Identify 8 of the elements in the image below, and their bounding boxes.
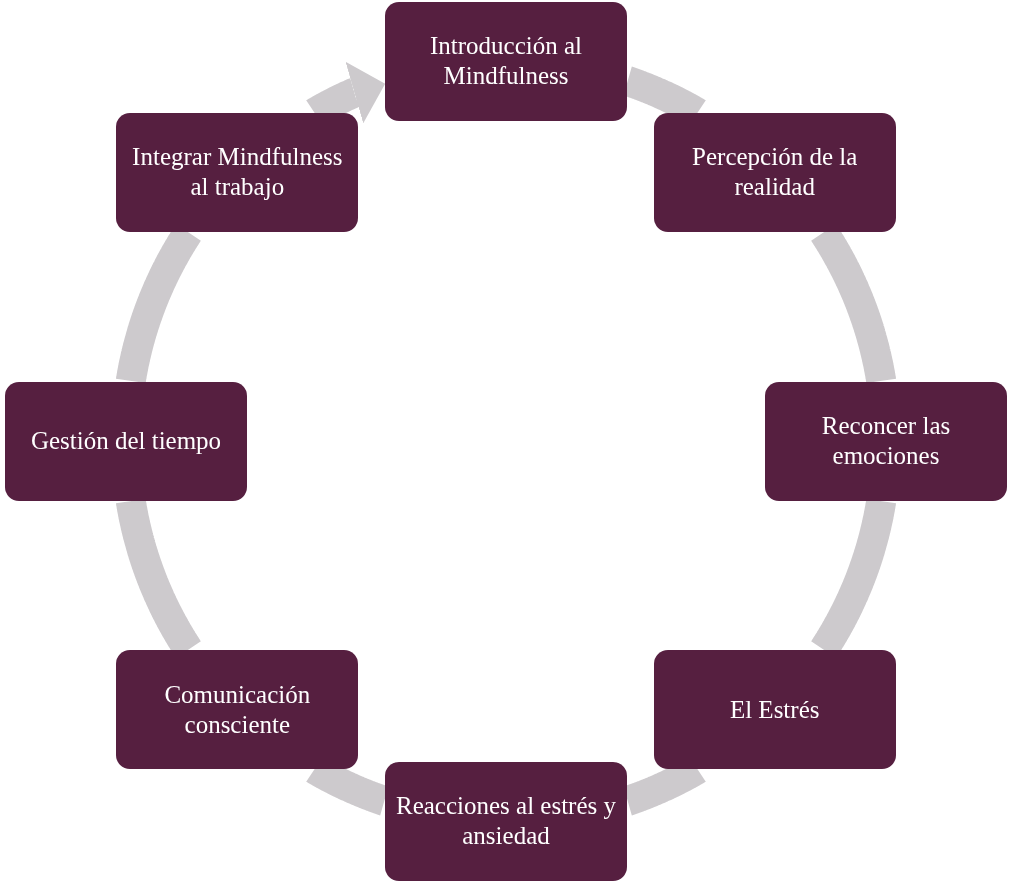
process-box: Integrar Mindfulness al trabajo — [116, 112, 359, 232]
process-box: Gestión del tiempo — [5, 381, 247, 501]
process-box: Percepción de la realidad — [653, 112, 896, 232]
process-box: Introducción al Mindfulness — [385, 1, 627, 121]
process-box: El Estrés — [653, 650, 896, 770]
process-box: Comunicación consciente — [116, 650, 359, 770]
process-box: Reacciones al estrés y ansiedad — [385, 761, 627, 881]
process-box: Reconcer las emociones — [765, 381, 1007, 501]
